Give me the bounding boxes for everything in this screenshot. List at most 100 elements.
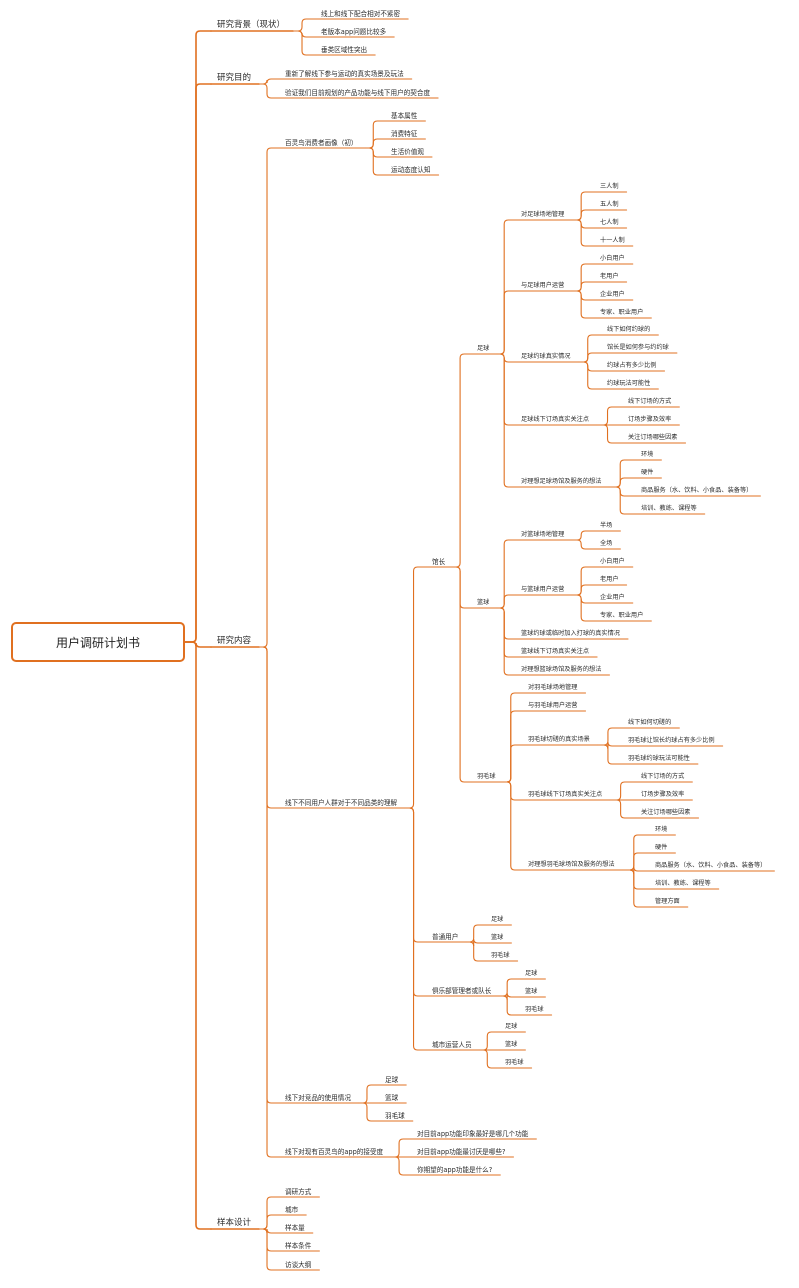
topic-2-2-2[interactable]: 羽毛球 xyxy=(385,1112,405,1120)
topic-2-1-0-1-3[interactable]: 篮球线下订场真实关注点 xyxy=(521,648,590,655)
topic-2-1-1-0[interactable]: 足球 xyxy=(491,916,504,923)
topic-2-1-0-2-1[interactable]: 与羽毛球用户运营 xyxy=(528,702,578,709)
topic-2-1-0-0-0-2[interactable]: 七人制 xyxy=(600,219,619,226)
topic-2[interactable]: 研究内容 xyxy=(217,636,252,646)
topic-2-0-3[interactable]: 运动态度认知 xyxy=(391,166,431,174)
topic-2-1-0-1-0[interactable]: 对篮球场地管理 xyxy=(521,531,565,538)
topic-2-1-0-0-4-1[interactable]: 硬件 xyxy=(641,469,654,476)
topic-2-1-0-2-2-0[interactable]: 线下如何切磋的 xyxy=(628,719,672,726)
topic-2-1-2-2[interactable]: 羽毛球 xyxy=(525,1006,544,1013)
topic-3-2[interactable]: 样本量 xyxy=(285,1224,305,1232)
topic-3-0[interactable]: 调研方式 xyxy=(285,1188,312,1196)
topic-2-1-0-0-1[interactable]: 与足球用户运营 xyxy=(521,282,565,289)
topic-2-1-0-0-2-0[interactable]: 线下如何约球的 xyxy=(607,326,651,333)
topic-2-1-0-2-3-2[interactable]: 关注订场哪些因素 xyxy=(641,809,691,816)
topic-2-1-0-1-1-1[interactable]: 老用户 xyxy=(600,576,619,583)
topic-2-1-2[interactable]: 俱乐部管理者或队长 xyxy=(432,987,492,995)
topic-2-1-2-0[interactable]: 足球 xyxy=(525,970,538,977)
topic-2-1-0-2-4-1[interactable]: 硬件 xyxy=(655,844,668,851)
topic-2-1-0-2-2-1[interactable]: 羽毛球让馆长约球占有多少比例 xyxy=(628,737,715,744)
topic-2-2-1[interactable]: 篮球 xyxy=(385,1094,399,1102)
topic-2-0-1[interactable]: 消费特征 xyxy=(391,130,418,138)
topic-2-1-0-2-2-2[interactable]: 羽毛球约球玩法可能性 xyxy=(628,755,690,762)
topic-2-1-0-2-4-3[interactable]: 培训、教练、课程等 xyxy=(655,880,711,887)
topic-2-1-0-2[interactable]: 羽毛球 xyxy=(477,773,496,780)
topic-2-1-0-0-0-3[interactable]: 十一人制 xyxy=(600,237,625,244)
topic-2-1-0-0-3-0[interactable]: 线下订场的方式 xyxy=(628,398,672,405)
topic-2-1-0-0-4[interactable]: 对理想足球场馆及服务的想法 xyxy=(521,478,602,485)
topic-2-1-0-2-0[interactable]: 对羽毛球场地管理 xyxy=(528,684,578,691)
topic-2-1-0-0-1-2[interactable]: 企业用户 xyxy=(600,291,625,298)
topic-2-1-0-0-0-0[interactable]: 三人制 xyxy=(600,183,619,190)
connector-line xyxy=(608,486,636,515)
topic-2-0-0[interactable]: 基本属性 xyxy=(391,112,418,120)
topic-2-1-2-1[interactable]: 篮球 xyxy=(525,988,538,995)
topic-1[interactable]: 研究目的 xyxy=(217,73,252,83)
topic-2-1-1-1[interactable]: 篮球 xyxy=(491,934,504,941)
topic-3-3[interactable]: 样本条件 xyxy=(285,1242,312,1250)
topic-2-1-0-0-0[interactable]: 对足球场地管理 xyxy=(521,211,565,218)
topic-2-1-0-1-0-1[interactable]: 全场 xyxy=(600,540,613,547)
topic-2-1-0-2-4[interactable]: 对理想羽毛球场馆及服务的想法 xyxy=(528,861,615,868)
topic-2-3-1[interactable]: 对目前app功能最讨厌是哪些? xyxy=(417,1148,506,1156)
root-topic[interactable]: 用户调研计划书 xyxy=(11,622,185,662)
topic-2-1-0-0-2[interactable]: 足球约球真实情况 xyxy=(521,353,571,360)
topic-2-1-3-2[interactable]: 羽毛球 xyxy=(505,1059,524,1066)
topic-2-1-0[interactable]: 馆长 xyxy=(432,558,446,566)
topic-2-1-1-2[interactable]: 羽毛球 xyxy=(491,952,510,959)
topic-2-1-0-1-1-2[interactable]: 企业用户 xyxy=(600,594,625,601)
topic-2-1[interactable]: 线下不同用户人群对于不同品类的理解 xyxy=(285,799,398,807)
topic-2-1-3[interactable]: 城市运营人员 xyxy=(432,1041,472,1049)
connector-line xyxy=(571,219,595,247)
topic-1-1[interactable]: 验证我们目前规划的产品功能与线下用户的契合度 xyxy=(285,89,431,97)
topic-2-1-0-1-0-0[interactable]: 半场 xyxy=(600,522,613,529)
topic-2-3-2[interactable]: 你期望的app功能是什么? xyxy=(417,1166,493,1174)
topic-2-0[interactable]: 百灵鸟消费者画像（初） xyxy=(285,139,358,147)
connector-line xyxy=(498,995,520,1016)
topic-2-1-0-0-4-2[interactable]: 商品服务（水、饮料、小食品、装备等） xyxy=(641,487,753,494)
topic-2-1-0-1[interactable]: 篮球 xyxy=(477,599,490,606)
topic-2-1-0-0-4-0[interactable]: 环境 xyxy=(641,451,654,458)
topic-2-1-0-0[interactable]: 足球 xyxy=(477,345,490,352)
topic-2-3[interactable]: 线下对现有百灵鸟的app的接受度 xyxy=(285,1148,384,1156)
topic-2-1-0-0-2-2[interactable]: 约球占有多少比例 xyxy=(607,362,657,369)
topic-2-1-0-0-3[interactable]: 足球线下订场真实关注点 xyxy=(521,416,590,423)
topic-2-1-0-2-4-0[interactable]: 环境 xyxy=(655,826,668,833)
topic-2-1-0-2-3[interactable]: 羽毛球线下订场真实关注点 xyxy=(528,791,603,798)
topic-2-1-1[interactable]: 普通用户 xyxy=(432,933,459,941)
topic-0-1[interactable]: 老版本app问题比较多 xyxy=(321,28,387,36)
topic-2-2[interactable]: 线下对竞品的使用情况 xyxy=(285,1094,351,1102)
topic-2-1-0-2-4-2[interactable]: 商品服务（水、饮料、小食品、装备等） xyxy=(655,862,767,869)
topic-2-1-0-1-1-0[interactable]: 小白用户 xyxy=(600,558,625,565)
topic-2-1-0-1-2[interactable]: 篮球约球或临时加入打球的真实情况 xyxy=(521,630,620,637)
topic-0-0[interactable]: 线上和线下配合相对不紧密 xyxy=(321,10,401,18)
topic-2-1-0-0-3-1[interactable]: 订场步骤及效率 xyxy=(628,416,672,423)
topic-2-1-0-0-1-1[interactable]: 老用户 xyxy=(600,273,619,280)
topic-3[interactable]: 样本设计 xyxy=(217,1218,252,1228)
topic-3-4[interactable]: 访谈大纲 xyxy=(285,1261,312,1269)
topic-2-3-0[interactable]: 对目前app功能印象最好是哪几个功能 xyxy=(417,1130,529,1138)
topic-3-1[interactable]: 城市 xyxy=(285,1206,299,1214)
topic-2-1-0-2-4-4[interactable]: 管理方面 xyxy=(655,898,680,905)
topic-2-1-0-2-3-1[interactable]: 订场步骤及效率 xyxy=(641,791,685,798)
topic-2-0-2[interactable]: 生活价值观 xyxy=(391,148,424,156)
topic-2-1-0-0-3-2[interactable]: 关注订场哪些因素 xyxy=(628,434,678,441)
topic-0-2[interactable]: 垂类区域性突出 xyxy=(321,46,368,54)
topic-2-1-3-0[interactable]: 足球 xyxy=(505,1023,518,1030)
topic-2-1-0-1-4[interactable]: 对理想篮球场馆及服务的想法 xyxy=(521,666,602,673)
topic-2-2-0[interactable]: 足球 xyxy=(385,1076,399,1084)
topic-2-1-3-1[interactable]: 篮球 xyxy=(505,1041,518,1048)
topic-2-1-0-2-2[interactable]: 羽毛球切磋的真实场景 xyxy=(528,736,590,743)
topic-2-1-0-2-3-0[interactable]: 线下订场的方式 xyxy=(641,773,685,780)
topic-2-1-0-1-1[interactable]: 与篮球用户运营 xyxy=(521,586,565,593)
topic-2-1-0-0-0-1[interactable]: 五人制 xyxy=(600,201,619,208)
topic-2-1-0-0-2-1[interactable]: 馆长是如何参与约约球 xyxy=(607,344,669,351)
topic-2-1-0-0-1-0[interactable]: 小白用户 xyxy=(600,255,625,262)
topic-0[interactable]: 研究背景（现状） xyxy=(217,20,286,30)
topic-2-1-0-0-1-3[interactable]: 专家、职业用户 xyxy=(600,309,644,316)
topic-1-0[interactable]: 重新了解线下参与运动的真实场景及玩法 xyxy=(285,70,404,78)
topic-2-1-0-0-2-3[interactable]: 约球玩法可能性 xyxy=(607,380,651,387)
topic-2-1-0-0-4-3[interactable]: 培训、教练、课程等 xyxy=(641,505,697,512)
topic-2-1-0-1-1-3[interactable]: 专家、职业用户 xyxy=(600,612,644,619)
